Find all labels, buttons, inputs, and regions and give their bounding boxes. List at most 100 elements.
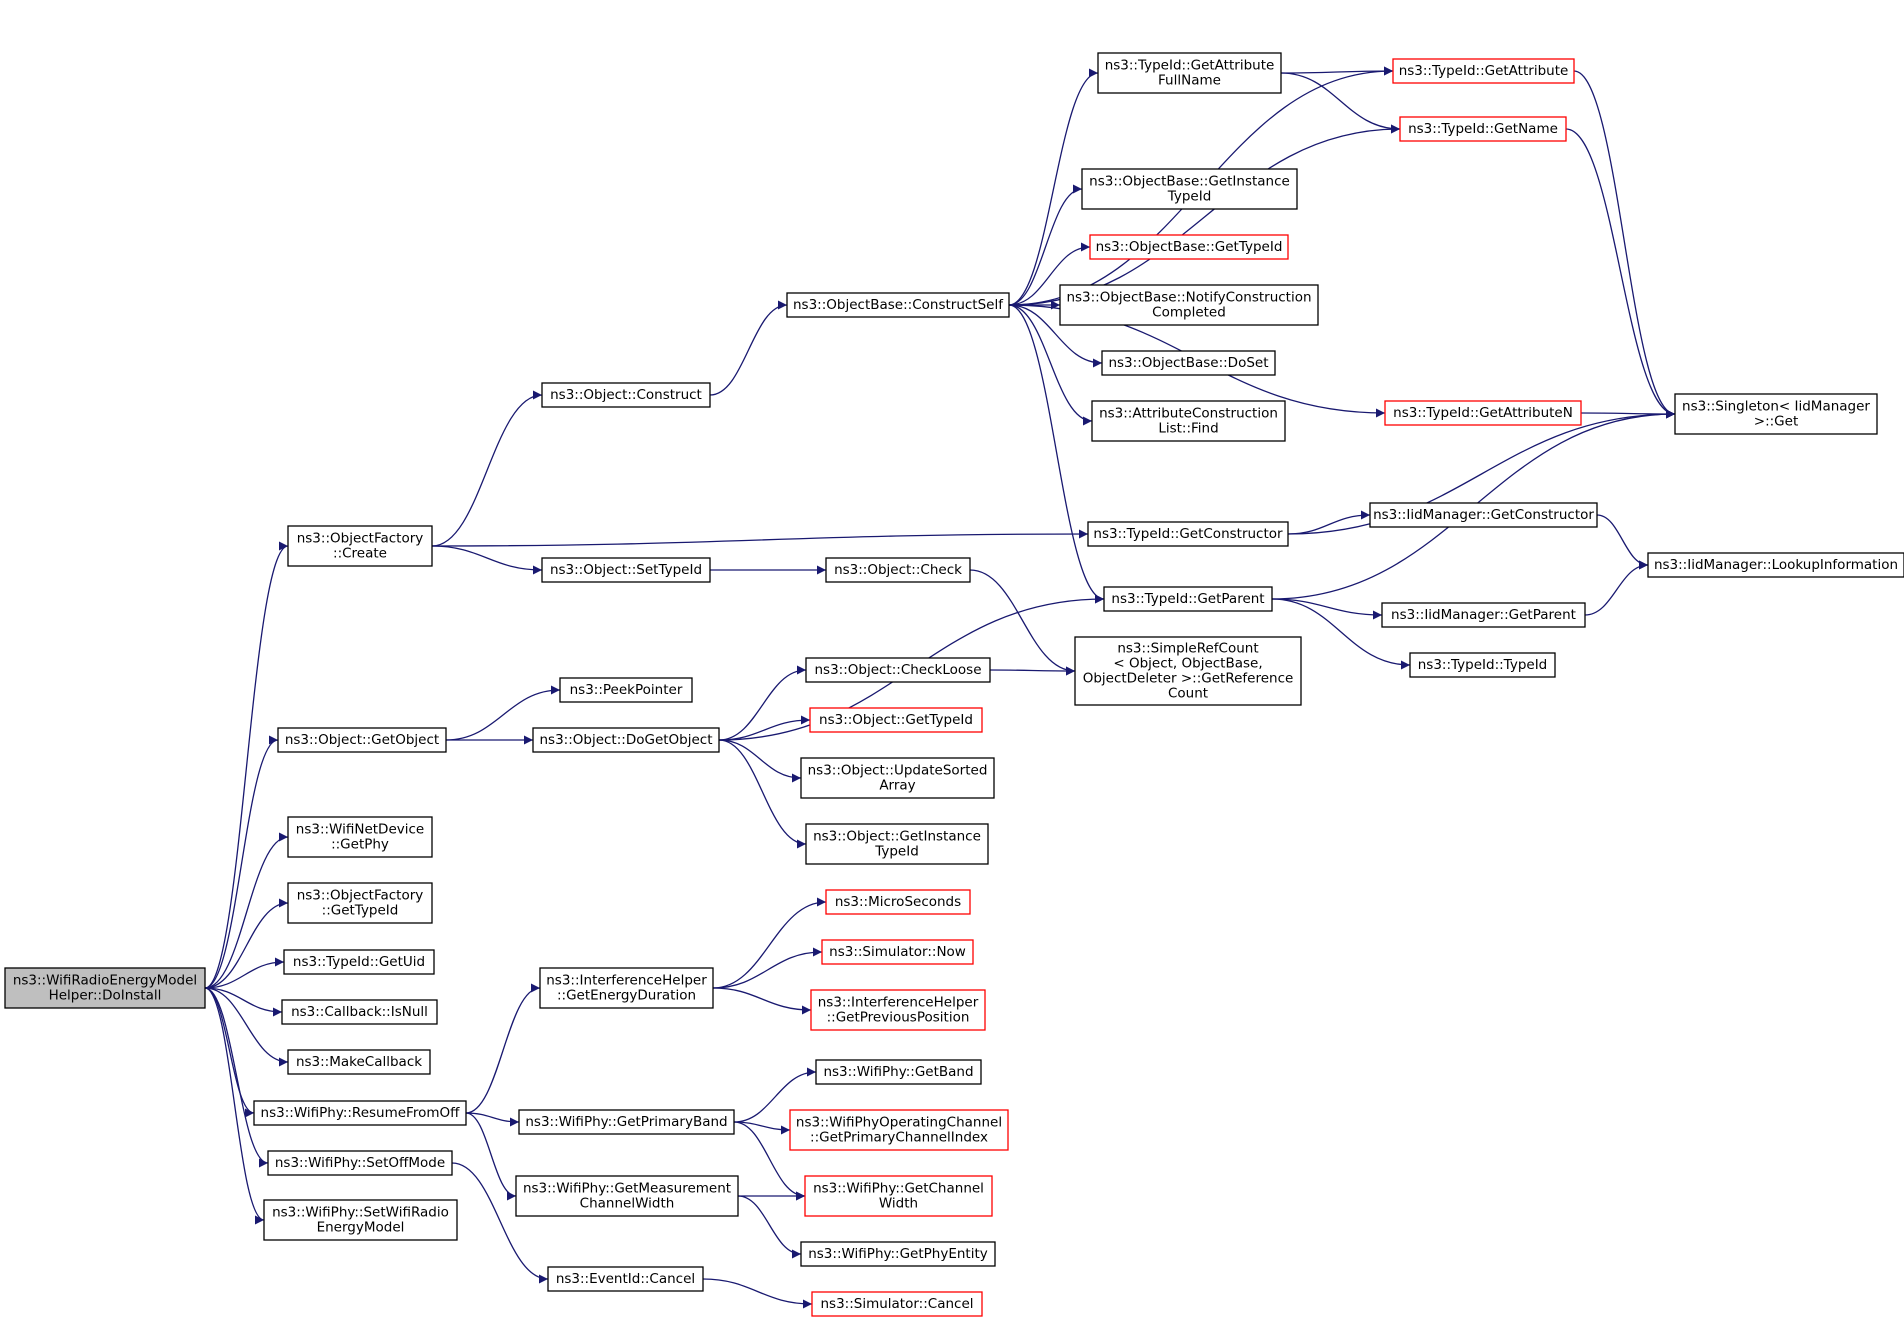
node-t_getparent[interactable]: ns3::TypeId::GetParent	[1103, 586, 1273, 612]
node-im_getctor[interactable]: ns3::IidManager::GetConstructor	[1369, 502, 1598, 528]
node-box-t_typeid	[1409, 652, 1556, 678]
node-ob_gettypeid[interactable]: ns3::ObjectBase::GetTypeId	[1089, 234, 1289, 260]
node-o_dogetobject[interactable]: ns3::Object::DoGetObject	[532, 727, 720, 753]
edge-o_construct-to-ob_construct	[709, 300, 788, 396]
node-wnd_getphy[interactable]: ns3::WifiNetDevice::GetPhy	[287, 816, 433, 858]
edge-wp_resume-to-wp_getmeas	[465, 1112, 517, 1201]
node-ih_getprev[interactable]: ns3::InterferenceHelper::GetPreviousPosi…	[810, 989, 986, 1031]
node-ob_construct[interactable]: ns3::ObjectBase::ConstructSelf	[786, 292, 1010, 318]
node-label-line: ns3::MakeCallback	[296, 1054, 422, 1070]
node-of_create[interactable]: ns3::ObjectFactory::Create	[287, 525, 433, 567]
node-src_getref[interactable]: ns3::SimpleRefCount< Object, ObjectBase,…	[1074, 636, 1302, 706]
node-makecallback[interactable]: ns3::MakeCallback	[287, 1049, 431, 1075]
node-label-line: ns3::TypeId::GetAttributeN	[1393, 405, 1573, 421]
node-wp_getprimary[interactable]: ns3::WifiPhy::GetPrimaryBand	[518, 1109, 735, 1135]
node-box-ob_gettypeid	[1089, 234, 1289, 260]
edge-t_getctor-to-im_getctor	[1287, 510, 1371, 535]
node-label-line: ns3::Object::GetObject	[285, 732, 439, 748]
edge-t_getparent-to-im_getparent	[1271, 598, 1383, 620]
node-label-line: ns3::EventId::Cancel	[556, 1271, 695, 1287]
node-o_construct[interactable]: ns3::Object::Construct	[541, 382, 711, 408]
edge-root-to-wp_setwifi	[204, 987, 265, 1225]
node-wp_getphyent[interactable]: ns3::WifiPhy::GetPhyEntity	[800, 1241, 996, 1267]
node-box-wpoc_getidx	[789, 1109, 1009, 1151]
node-of_gettypeid[interactable]: ns3::ObjectFactory::GetTypeId	[287, 882, 433, 924]
node-label-line: ns3::Simulator::Cancel	[820, 1296, 973, 1312]
edge-o_dogetobject-to-o_checkloose	[718, 665, 807, 741]
node-label-line: ns3::IidManager::GetParent	[1391, 607, 1576, 623]
node-label-line: ns3::WifiPhyOperatingChannel	[796, 1115, 1002, 1131]
node-root[interactable]: ns3::WifiRadioEnergyModelHelper::DoInsta…	[4, 967, 206, 1009]
node-label-line: ns3::TypeId::GetParent	[1111, 591, 1264, 607]
node-t_getuid[interactable]: ns3::TypeId::GetUid	[283, 949, 435, 975]
node-microseconds[interactable]: ns3::MicroSeconds	[825, 889, 971, 915]
node-o_check[interactable]: ns3::Object::Check	[825, 557, 971, 583]
edge-ob_construct-to-acl_find	[1008, 304, 1093, 426]
node-label-line: ::GetEnergyDuration	[557, 988, 696, 1004]
node-t_getattr[interactable]: ns3::TypeId::GetAttribute	[1392, 58, 1575, 84]
edge-t_getattr-to-singleton_get	[1573, 70, 1676, 419]
node-o_getobject[interactable]: ns3::Object::GetObject	[277, 727, 447, 753]
node-ob_doset[interactable]: ns3::ObjectBase::DoSet	[1101, 350, 1276, 376]
node-box-o_checkloose	[805, 657, 991, 683]
node-wp_setoff[interactable]: ns3::WifiPhy::SetOffMode	[267, 1150, 453, 1176]
node-wp_getband[interactable]: ns3::WifiPhy::GetBand	[815, 1059, 982, 1085]
node-t_typeid[interactable]: ns3::TypeId::TypeId	[1409, 652, 1556, 678]
node-box-wnd_getphy	[287, 816, 433, 858]
node-label-line: ns3::Object::Check	[834, 562, 962, 578]
node-sim_now[interactable]: ns3::Simulator::Now	[821, 939, 974, 965]
node-im_getparent[interactable]: ns3::IidManager::GetParent	[1381, 602, 1586, 628]
edge-im_getparent-to-im_lookup	[1584, 560, 1649, 616]
node-box-wp_getchwidth	[804, 1175, 993, 1217]
node-label-line: ns3::WifiNetDevice	[296, 822, 424, 838]
node-label-line: ns3::WifiPhy::GetChannel	[813, 1181, 984, 1197]
edge-ih_getenergy-to-microseconds	[712, 897, 827, 989]
node-label-line: < Object, ObjectBase,	[1113, 656, 1262, 672]
node-t_getattrn[interactable]: ns3::TypeId::GetAttributeN	[1384, 400, 1582, 426]
node-o_gettypeid[interactable]: ns3::Object::GetTypeId	[809, 707, 983, 733]
node-label-line: ::GetPrimaryChannelIndex	[810, 1130, 988, 1146]
node-label-line: ns3::IidManager::GetConstructor	[1373, 507, 1594, 523]
node-box-wp_getphyent	[800, 1241, 996, 1267]
node-ev_cancel[interactable]: ns3::EventId::Cancel	[547, 1266, 704, 1292]
node-label-line: ns3::Callback::IsNull	[291, 1004, 428, 1020]
edge-root-to-wnd_getphy	[204, 832, 289, 989]
node-wp_resume[interactable]: ns3::WifiPhy::ResumeFromOff	[253, 1100, 467, 1126]
node-ih_getenergy[interactable]: ns3::InterferenceHelper::GetEnergyDurati…	[539, 967, 714, 1009]
edge-root-to-of_create	[204, 541, 289, 989]
node-label-line: ns3::Object::Construct	[550, 387, 702, 403]
edge-wp_resume-to-ih_getenergy	[465, 983, 541, 1114]
node-box-im_lookup	[1647, 552, 1904, 578]
node-t_getname[interactable]: ns3::TypeId::GetName	[1399, 116, 1567, 142]
node-label-line: ns3::TypeId::GetAttribute	[1399, 63, 1569, 79]
edge-wp_getprimary-to-wp_getchwidth	[733, 1121, 806, 1201]
node-wpoc_getidx[interactable]: ns3::WifiPhyOperatingChannel::GetPrimary…	[789, 1109, 1009, 1151]
node-label-line: ns3::ObjectBase::GetTypeId	[1096, 239, 1283, 255]
node-sim_cancel[interactable]: ns3::Simulator::Cancel	[811, 1291, 983, 1317]
node-peekpointer[interactable]: ns3::PeekPointer	[559, 677, 693, 703]
edge-wp_resume-to-wp_getprimary	[465, 1112, 520, 1127]
node-o_checkloose[interactable]: ns3::Object::CheckLoose	[805, 657, 991, 683]
node-cb_isnull[interactable]: ns3::Callback::IsNull	[281, 999, 438, 1025]
edge-root-to-wp_resume	[204, 987, 255, 1118]
edge-of_create-to-o_settypeid	[431, 545, 543, 575]
node-im_lookup[interactable]: ns3::IidManager::LookupInformation	[1647, 552, 1904, 578]
edge-t_getname-to-singleton_get	[1565, 128, 1676, 419]
node-singleton_get[interactable]: ns3::Singleton< IidManager >::Get	[1674, 393, 1878, 435]
node-label-line: ns3::PeekPointer	[570, 682, 683, 698]
node-t_getctor[interactable]: ns3::TypeId::GetConstructor	[1087, 521, 1289, 547]
node-label-line: ns3::Object::GetTypeId	[819, 712, 973, 728]
node-label-line: ns3::WifiPhy::SetOffMode	[275, 1155, 445, 1171]
node-o_settypeid[interactable]: ns3::Object::SetTypeId	[541, 557, 711, 583]
node-ob_notify[interactable]: ns3::ObjectBase::NotifyConstructionCompl…	[1059, 284, 1319, 326]
node-box-ob_notify	[1059, 284, 1319, 326]
edge-im_getctor-to-im_lookup	[1596, 514, 1649, 570]
